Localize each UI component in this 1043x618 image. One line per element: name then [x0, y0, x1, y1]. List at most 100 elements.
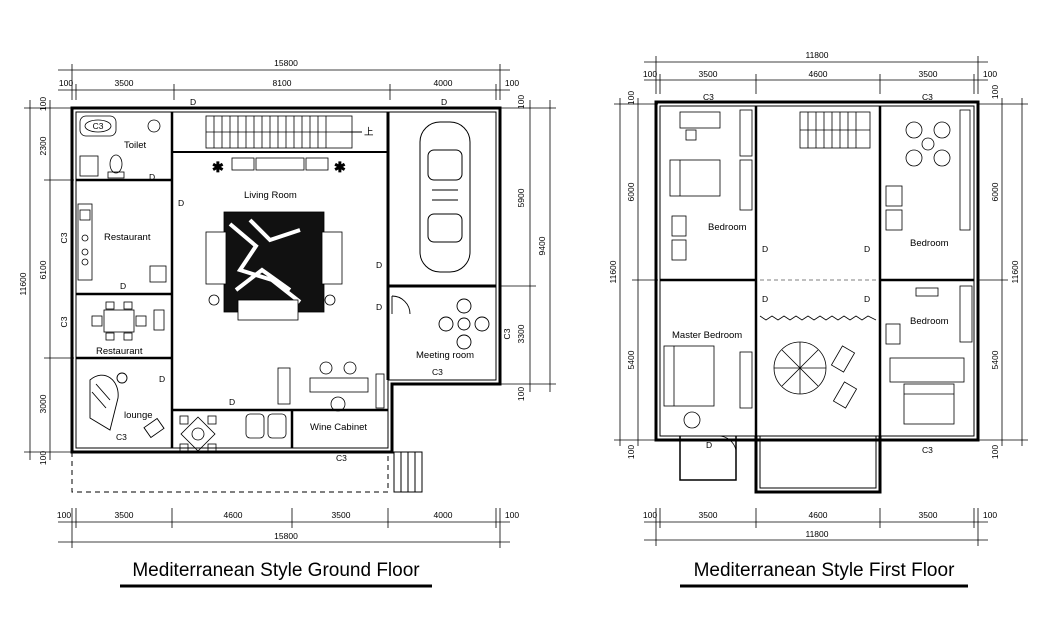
ground-floor-plan: 15800 100 3500 8100 4000 100 11600 100 2…: [18, 58, 556, 588]
first-top-dim: 100: [643, 69, 657, 79]
meeting-window-tag: C3: [432, 367, 443, 377]
bedroom-1-window-tag: C3: [703, 92, 714, 102]
room-label-lounge: lounge: [124, 410, 153, 421]
first-right-dim: 100: [990, 85, 1000, 99]
ground-left-dim: 100: [38, 97, 48, 111]
stair-up-label: 上: [364, 127, 374, 138]
balcony-furniture: [773, 341, 858, 409]
first-left-dim: 100: [626, 445, 636, 459]
ground-bottom-dim: 4000: [434, 510, 453, 520]
terrace-table-set: [179, 415, 217, 453]
first-left-dim: 100: [626, 91, 636, 105]
ground-floor-caption: Mediterranean Style Ground Floor: [132, 560, 420, 581]
first-staircase: [799, 111, 871, 149]
svg-text:✱: ✱: [212, 159, 224, 175]
room-label-bedroom-1: Bedroom: [708, 222, 747, 233]
door-tag: D: [178, 198, 184, 208]
ground-entry-steps: [393, 451, 423, 493]
ground-bottom-dim: 3500: [332, 510, 351, 520]
door-tag: D: [864, 294, 870, 304]
first-bottom-dim: 100: [643, 510, 657, 520]
first-bottom-dim: 3500: [699, 510, 718, 520]
ground-top-dim: 8100: [273, 78, 292, 88]
room-label-toilet: Toilet: [124, 140, 147, 151]
first-railing: [759, 315, 877, 321]
door-tag: D: [762, 294, 768, 304]
restaurant-window-tag: C3: [59, 232, 69, 243]
ground-top-dim: 100: [505, 78, 519, 88]
first-bottom-dimensions: [644, 508, 988, 546]
first-right-dim: 100: [990, 445, 1000, 459]
lounge-furniture: [89, 372, 165, 439]
dining-table-set: [91, 301, 165, 341]
toilet-window-tag: C3: [93, 121, 104, 131]
first-left-dim: 5400: [626, 350, 636, 369]
first-overall-left-dim: 11600: [608, 260, 618, 283]
ground-bottom-dim: 3500: [115, 510, 134, 520]
ground-overall-bottom-dim: 15800: [274, 531, 298, 541]
room-label-bedroom-2: Bedroom: [910, 238, 949, 249]
first-left-dim: 6000: [626, 182, 636, 201]
ground-overall-left-dim: 11600: [18, 272, 28, 295]
ground-left-dim: 2300: [38, 136, 48, 155]
dining-window-tag: C3: [59, 316, 69, 327]
ground-bottom-dim: 100: [505, 510, 519, 520]
room-label-meeting-room: Meeting room: [416, 350, 474, 361]
first-top-dim: 3500: [919, 69, 938, 79]
garage-car: [419, 121, 471, 273]
room-label-living-room: Living Room: [244, 190, 297, 201]
room-label-wine-cabinet: Wine Cabinet: [310, 422, 367, 433]
door-tag: D: [441, 97, 447, 107]
meeting-room-furniture: [391, 295, 490, 350]
first-right-dim: 5400: [990, 350, 1000, 369]
room-label-master-bedroom: Master Bedroom: [672, 330, 742, 341]
room-label-restaurant-2: Restaurant: [96, 346, 143, 357]
first-top-dim: 100: [983, 69, 997, 79]
bedroom-1-furniture: [669, 109, 753, 261]
door-tag: D: [762, 244, 768, 254]
ground-left-dim: 6100: [38, 260, 48, 279]
ground-overall-right-dim: 9400: [537, 236, 547, 255]
ground-right-dim: 5900: [516, 188, 526, 207]
toilet-fixtures: [79, 115, 161, 179]
door-tag: D: [229, 397, 235, 407]
room-label-restaurant-1: Restaurant: [104, 232, 151, 243]
door-tag: D: [190, 97, 196, 107]
first-overall-right-dim: 11600: [1010, 260, 1020, 283]
first-walls: [654, 100, 980, 494]
first-top-dimensions: [644, 56, 988, 94]
svg-text:✱: ✱: [334, 159, 346, 175]
door-tag: D: [376, 260, 382, 270]
door-tag: D: [376, 302, 382, 312]
ground-bottom-dim: 100: [57, 510, 71, 520]
first-floor-caption: Mediterranean Style First Floor: [694, 560, 955, 581]
first-left-dimensions: [614, 98, 658, 446]
door-tag: D: [149, 172, 155, 182]
ground-right-dim: 100: [516, 95, 526, 109]
ground-right-dim: 100: [516, 387, 526, 401]
first-top-dim: 4600: [809, 69, 828, 79]
ground-bottom-dim: 4600: [224, 510, 243, 520]
wine-cabinet-furniture: [245, 361, 385, 439]
bedroom-3-furniture: [885, 285, 973, 425]
ground-left-dim: 100: [38, 451, 48, 465]
ground-bottom-dimensions: [58, 508, 510, 548]
ground-top-dim: 100: [59, 78, 73, 88]
ground-right-dimensions: [500, 100, 556, 392]
master-bedroom-furniture: [663, 345, 753, 451]
meeting-side-window-tag: C3: [502, 328, 512, 339]
first-right-dimensions: [978, 98, 1028, 446]
door-tag: D: [706, 440, 712, 450]
bedroom-3-window-tag: C3: [922, 445, 933, 455]
ground-right-dim: 3300: [516, 324, 526, 343]
ground-top-dimensions: [58, 64, 510, 100]
ground-left-dimensions: [24, 100, 74, 460]
first-overall-top-dim: 11800: [805, 50, 828, 60]
ground-staircase: [205, 115, 362, 149]
room-label-bedroom-3: Bedroom: [910, 316, 949, 327]
first-bottom-dim: 100: [983, 510, 997, 520]
first-top-dim: 3500: [699, 69, 718, 79]
ground-left-dim: 3000: [38, 394, 48, 413]
ground-top-dim: 4000: [434, 78, 453, 88]
bedroom-2-furniture: [885, 109, 971, 231]
